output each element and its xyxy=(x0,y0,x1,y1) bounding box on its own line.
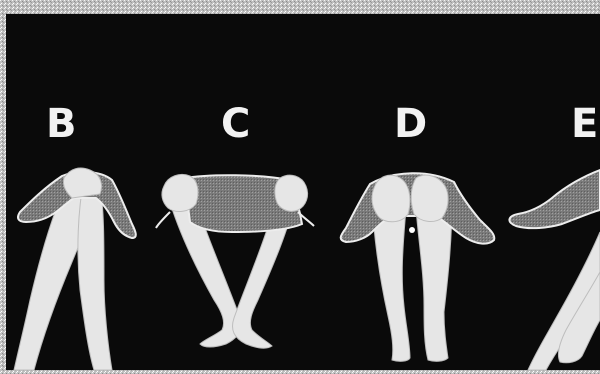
panel-c-knee-left xyxy=(162,174,198,211)
panel-label-c: C xyxy=(221,104,250,144)
panel-label-d: D xyxy=(394,104,427,144)
panel-d-knee-right xyxy=(411,175,448,221)
panel-d-knee-left xyxy=(372,175,410,222)
panel-d-marker xyxy=(409,227,415,233)
panel-label-b: B xyxy=(46,104,77,144)
panel-c-knee-right xyxy=(275,175,308,211)
panel-label-e: E xyxy=(571,104,598,144)
